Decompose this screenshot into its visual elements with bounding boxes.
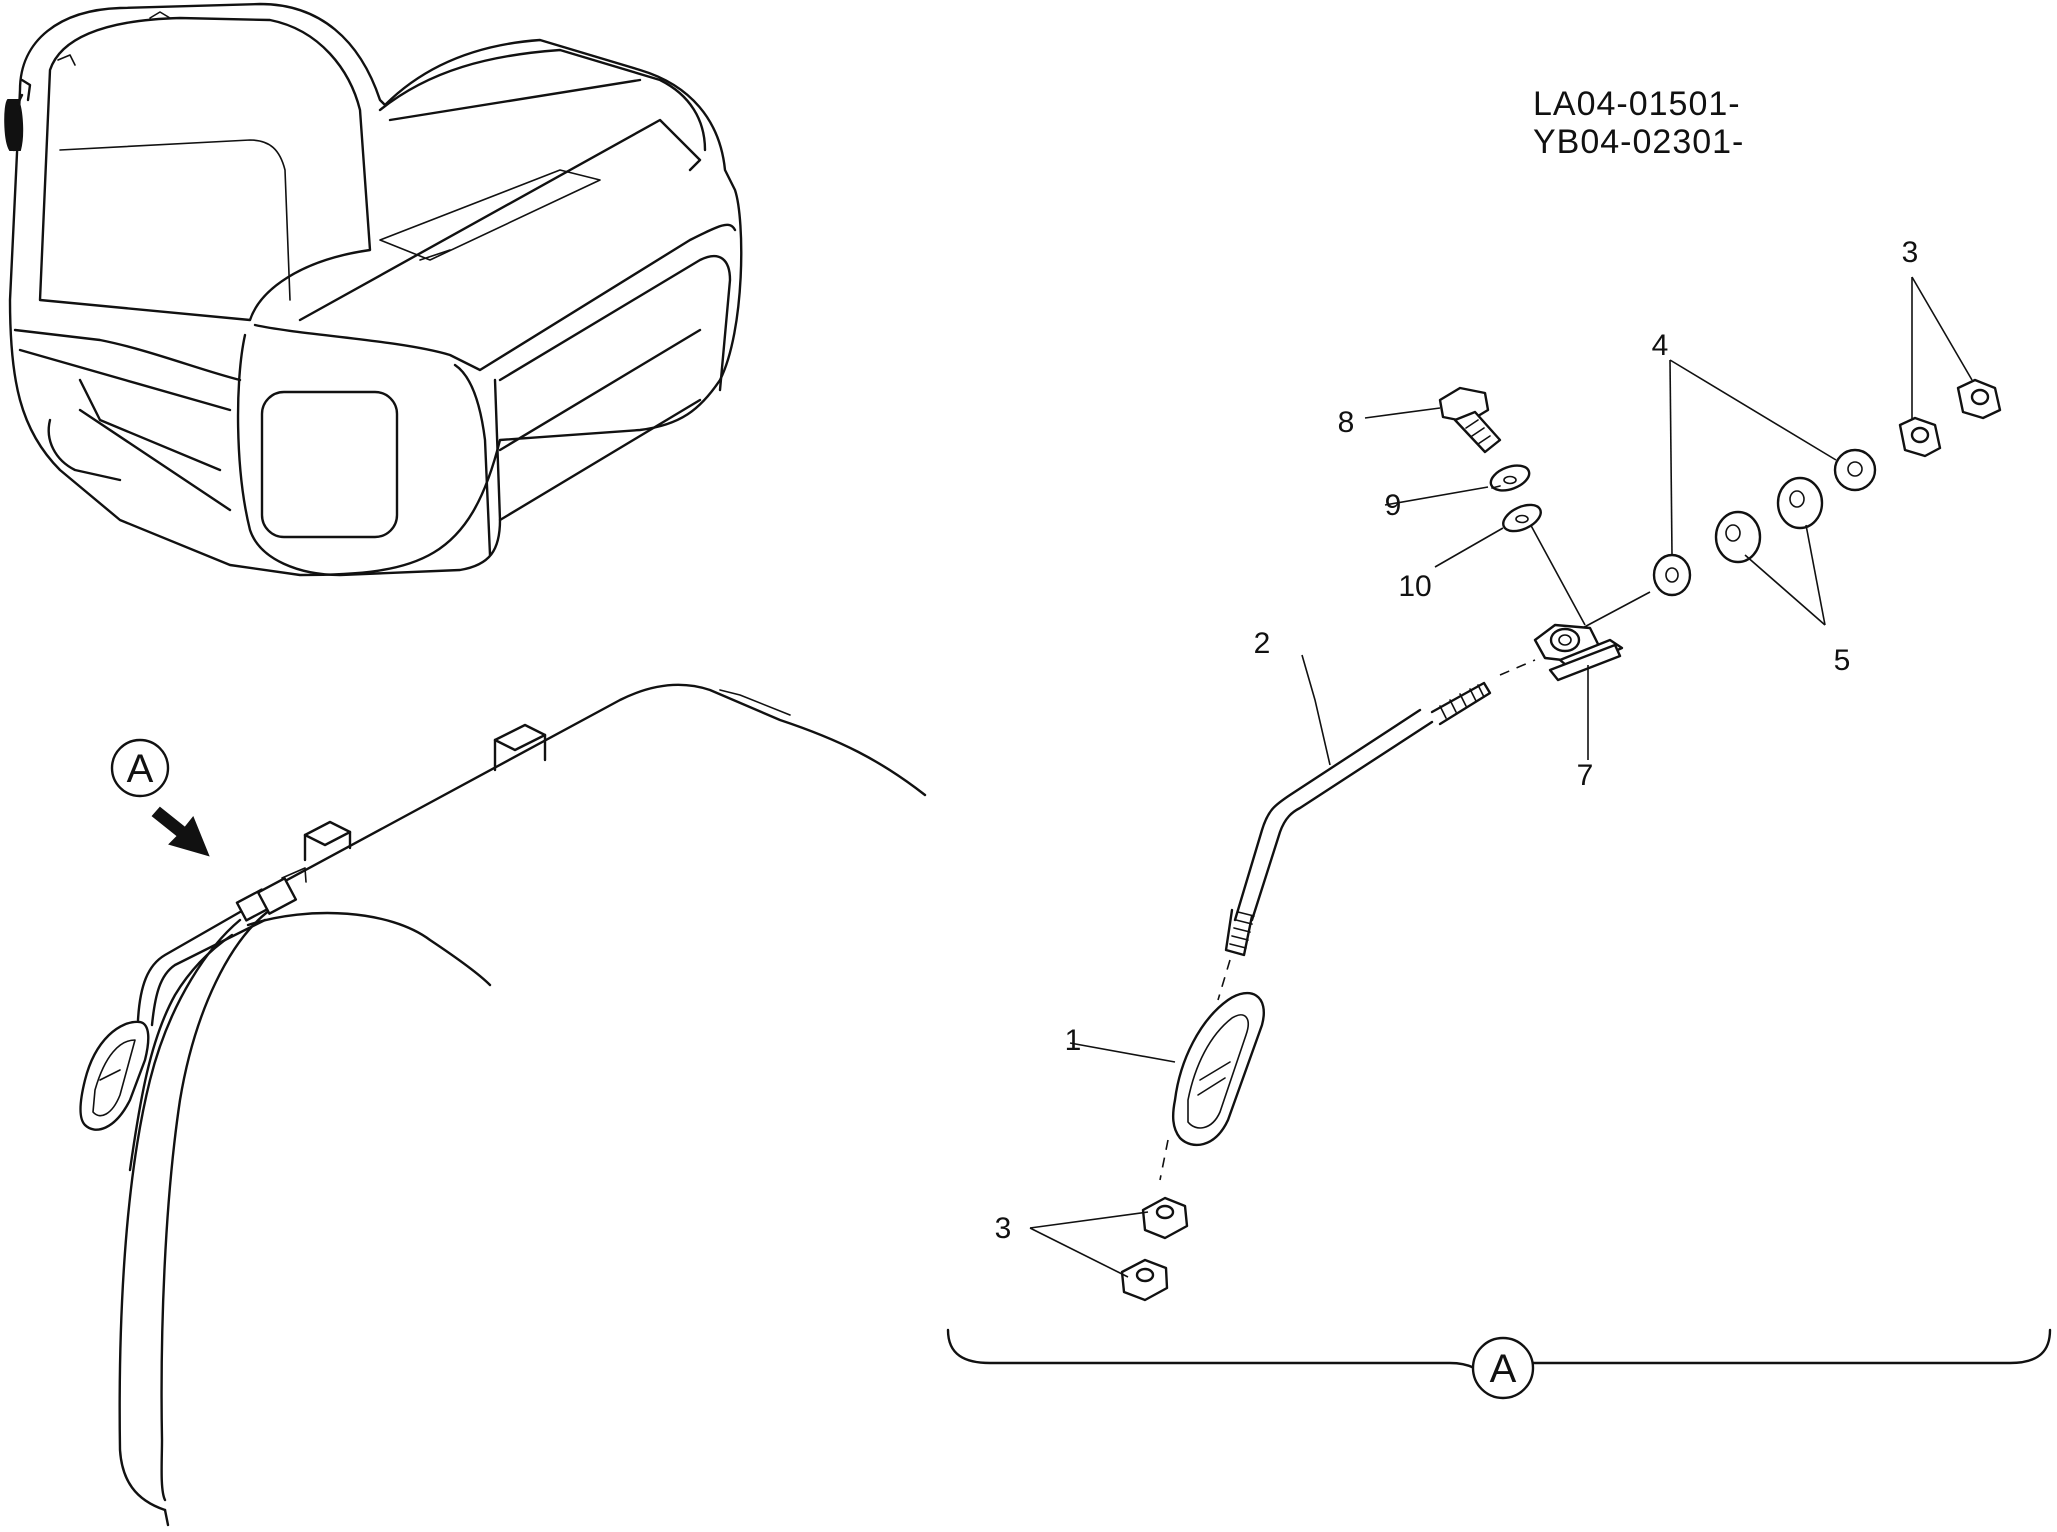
- callout-5: 5: [1834, 644, 1851, 677]
- part-4-washer-a: [1652, 553, 1692, 597]
- part-3-nut-lower-a: [1141, 1196, 1189, 1240]
- callout-3-upper: 3: [1902, 236, 1919, 269]
- view-a-label: A: [1471, 1336, 1535, 1400]
- callout-7: 7: [1577, 759, 1594, 792]
- machine-overview-illustration: [4, 2, 743, 577]
- part-9-lock-washer: [1489, 464, 1531, 492]
- part-3-nut-lower-b: [1120, 1258, 1169, 1302]
- part-4-washer-b: [1833, 448, 1877, 492]
- callout-2: 2: [1254, 627, 1271, 660]
- part-1-mirror: [1171, 991, 1265, 1147]
- part-5-spacer-a: [1714, 510, 1762, 564]
- part-7-clamp: [1533, 623, 1624, 682]
- serial-code-2: YB04-02301-: [1533, 123, 1744, 161]
- view-a-label-text: A: [1490, 1347, 1517, 1391]
- part-5-spacer-b: [1776, 476, 1824, 530]
- view-a-marker-text: A: [127, 747, 154, 791]
- serial-code-1: LA04-01501-: [1533, 85, 1741, 123]
- part-3-nut-upper-a: [1898, 416, 1942, 458]
- cab-side-illustration: [79, 683, 927, 1527]
- callout-8: 8: [1338, 406, 1355, 439]
- part-10-washer: [1502, 503, 1542, 533]
- exploded-view-a: [1029, 276, 2002, 1302]
- part-8-bolt: [1438, 386, 1502, 454]
- callout-3-lower: 3: [995, 1212, 1012, 1245]
- view-a-marker: A: [110, 738, 170, 798]
- part-3-nut-upper-b: [1956, 378, 2002, 420]
- part-2-mirror-stay: [1224, 681, 1492, 957]
- callout-1: 1: [1065, 1024, 1082, 1057]
- callout-10: 10: [1398, 570, 1431, 603]
- callout-4: 4: [1652, 329, 1669, 362]
- view-direction-arrow-icon: [151, 806, 210, 857]
- callout-9: 9: [1385, 489, 1402, 522]
